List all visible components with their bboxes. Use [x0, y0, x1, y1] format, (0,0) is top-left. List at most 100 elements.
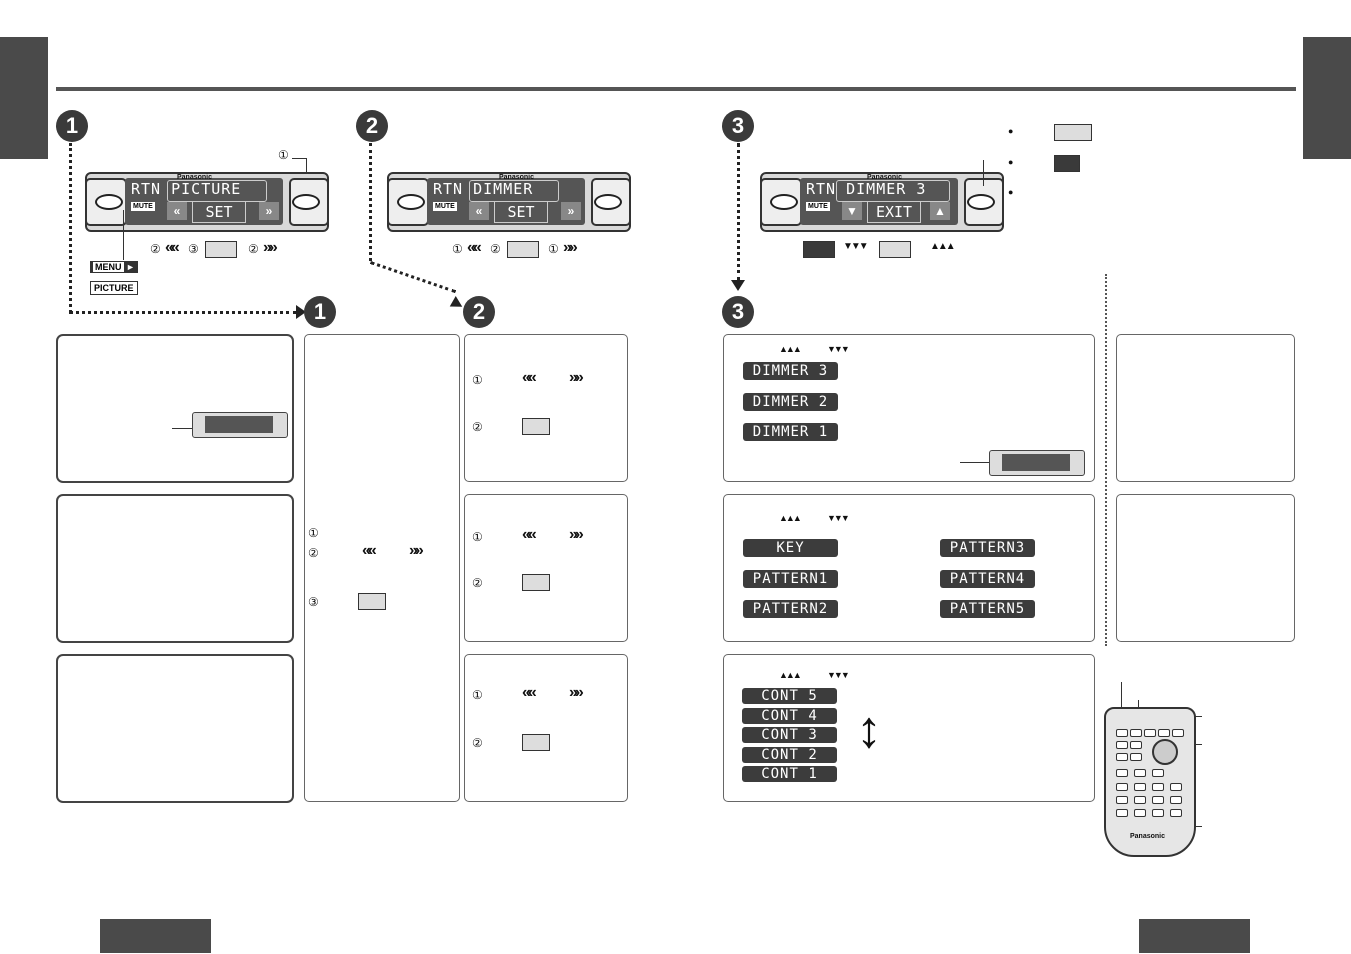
note-box-1	[1116, 334, 1295, 482]
remote-key[interactable]	[1116, 809, 1128, 817]
set-button-light[interactable]	[205, 241, 237, 258]
set-button-light[interactable]	[522, 418, 550, 435]
info-box-3	[56, 654, 294, 803]
triangle-down-icon: ▼▼▼	[827, 670, 850, 680]
remote-key[interactable]	[1130, 729, 1142, 737]
remote-key[interactable]	[1134, 809, 1146, 817]
exit-button-light[interactable]	[879, 241, 911, 258]
pattern-pill: KEY	[743, 539, 838, 557]
pattern-pill: PATTERN4	[940, 570, 1035, 588]
remote-key[interactable]	[1152, 769, 1164, 777]
bullet: ●	[1008, 157, 1014, 167]
right-oval-button[interactable]	[292, 194, 320, 210]
remote-key[interactable]	[1152, 783, 1164, 791]
chevron-double-left-icon: ««	[467, 239, 482, 256]
contrast-pill: CONT 4	[742, 708, 837, 724]
remote-key[interactable]	[1170, 796, 1182, 804]
brand-label: Panasonic	[177, 174, 213, 181]
contrast-pill: CONT 2	[742, 747, 837, 763]
pattern-pill: PATTERN5	[940, 600, 1035, 618]
remote-key[interactable]	[1116, 753, 1128, 761]
step-box-3	[464, 654, 628, 802]
remote-key[interactable]	[1158, 729, 1170, 737]
circle-2-label: ②	[248, 242, 259, 256]
triangle-up-icon: ▲▲▲	[779, 670, 802, 680]
right-oval-button[interactable]	[594, 194, 622, 210]
remote-key[interactable]	[1116, 783, 1128, 791]
chevron-double-right-icon: »	[265, 204, 273, 218]
picture-label: PICTURE	[90, 281, 138, 295]
remote-key[interactable]	[1116, 741, 1128, 749]
right-arrow-button[interactable]: »	[561, 202, 581, 220]
chevron-double-right-icon: »	[567, 204, 575, 218]
display-text: RTN PICTURE	[131, 180, 242, 198]
triangle-down-icon: ▼	[846, 204, 858, 218]
chevron-double-left-icon: «	[173, 204, 181, 218]
circle-2-label: ②	[490, 242, 501, 256]
rtn-button-dark[interactable]	[803, 241, 835, 258]
circle-3-label: ③	[308, 595, 319, 609]
remote-key[interactable]	[1152, 796, 1164, 804]
pattern-pill: PATTERN2	[743, 600, 838, 618]
chevron-double-left-icon: ««	[522, 684, 537, 701]
dimmer-level-pill: DIMMER 2	[743, 393, 838, 411]
right-arrow-button[interactable]: »	[259, 202, 279, 220]
remote-key[interactable]	[1134, 769, 1146, 777]
right-oval-button[interactable]	[967, 194, 995, 210]
right-side-tab	[1303, 37, 1351, 159]
step-2-badge: 2	[356, 110, 388, 142]
chevron-double-right-icon: »»	[409, 542, 424, 559]
contrast-pill: CONT 3	[742, 727, 837, 743]
procedure-box	[304, 334, 460, 802]
remote-key[interactable]	[1130, 753, 1142, 761]
remote-key[interactable]	[1172, 729, 1184, 737]
set-button-light[interactable]	[522, 574, 550, 591]
chevron-double-right-icon: »»	[569, 369, 584, 386]
chevron-double-left-icon: ««	[522, 526, 537, 543]
left-oval-button[interactable]	[95, 194, 123, 210]
set-button-light[interactable]	[522, 734, 550, 751]
up-button[interactable]: ▲	[930, 202, 950, 220]
set-button-light[interactable]	[507, 241, 539, 258]
remote-key[interactable]	[1134, 796, 1146, 804]
bullet: ●	[1008, 126, 1014, 136]
circle-1-label: ①	[452, 242, 463, 256]
remote-key[interactable]	[1116, 729, 1128, 737]
mute-label: MUTE	[433, 202, 457, 211]
info-box-2	[56, 494, 294, 643]
up-down-arrow-icon: ↕	[856, 701, 882, 759]
remote-key[interactable]	[1152, 809, 1164, 817]
step-3-badge-lower: 3	[722, 296, 754, 328]
circle-1-label: ①	[472, 373, 483, 387]
set-button-light[interactable]	[358, 593, 386, 610]
chevron-double-left-icon: ««	[362, 542, 377, 559]
remote-key[interactable]	[1116, 769, 1128, 777]
chevron-double-left-icon: ««	[165, 239, 180, 256]
remote-key[interactable]	[1170, 809, 1182, 817]
head-unit-picture: Panasonic RTN PICTURE MUTE « SET »	[85, 172, 329, 232]
remote-key[interactable]	[1116, 796, 1128, 804]
circle-1-label: ①	[548, 242, 559, 256]
left-oval-button[interactable]	[397, 194, 425, 210]
remote-key[interactable]	[1130, 741, 1142, 749]
remote-key[interactable]	[1144, 729, 1156, 737]
step-2-badge-lower: 2	[463, 296, 495, 328]
down-button[interactable]: ▼	[842, 202, 862, 220]
right-knob[interactable]	[289, 178, 329, 226]
step-box-1	[464, 334, 628, 482]
circle-3-label: ③	[188, 242, 199, 256]
legend-dark-button	[1054, 155, 1080, 172]
mute-label: MUTE	[131, 202, 155, 211]
left-arrow-button[interactable]: «	[469, 202, 489, 220]
left-arrow-button[interactable]: «	[167, 202, 187, 220]
remote-key[interactable]	[1170, 783, 1182, 791]
left-oval-button[interactable]	[770, 194, 798, 210]
remote-joystick[interactable]	[1152, 739, 1178, 765]
header-rule	[56, 87, 1296, 91]
remote-key[interactable]	[1134, 783, 1146, 791]
chevron-double-left-icon: ««	[522, 369, 537, 386]
mini-unit-icon	[192, 412, 288, 438]
chevron-double-right-icon: »»	[263, 239, 278, 256]
step-box-2	[464, 494, 628, 642]
circle-2-label: ②	[308, 546, 319, 560]
